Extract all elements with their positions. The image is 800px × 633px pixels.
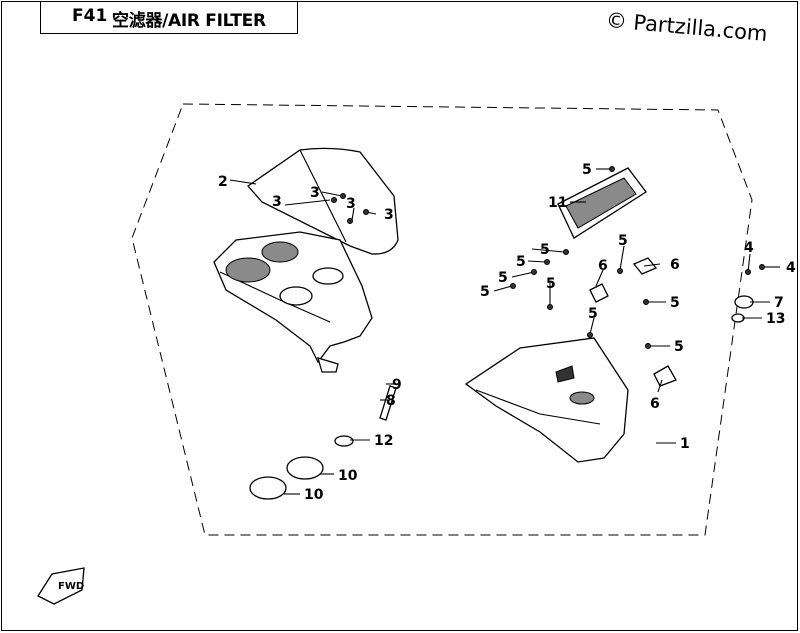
callout-1[interactable]: 1 [680,436,690,452]
callout-11[interactable]: 11 [548,195,567,211]
fwd-badge: FWD [37,567,85,605]
callout-3[interactable]: 3 [346,196,356,212]
callout-4[interactable]: 4 [744,240,754,256]
assembly-outline [131,103,753,536]
part-lower-case[interactable] [464,337,629,463]
part-housing[interactable] [213,231,373,373]
part-drain-tube[interactable] [379,385,397,421]
callout-5[interactable]: 5 [516,254,526,270]
callout-6[interactable]: 6 [650,396,660,412]
fasteners [331,166,765,349]
part-clip[interactable] [334,435,354,447]
diagram-title: 空滤器/AIR FILTER [112,11,266,31]
callout-7[interactable]: 7 [774,295,784,311]
callout-8[interactable]: 8 [386,393,396,409]
callout-5[interactable]: 5 [618,233,628,249]
part-clamp-upper[interactable] [286,456,324,480]
callout-3[interactable]: 3 [310,185,320,201]
part-screen[interactable] [557,167,647,239]
title-box [40,1,298,34]
callout-9[interactable]: 9 [392,377,402,393]
callout-10[interactable]: 10 [338,468,358,484]
callout-5[interactable]: 5 [582,162,592,178]
callout-12[interactable]: 12 [374,433,393,449]
callout-5[interactable]: 5 [546,276,556,292]
callout-6[interactable]: 6 [598,258,608,274]
callout-3[interactable]: 3 [384,207,394,223]
callout-3[interactable]: 3 [272,194,282,210]
part-damper-low[interactable] [653,365,677,387]
callout-5[interactable]: 5 [540,242,550,258]
part-clamp-lower[interactable] [249,476,287,500]
callout-5[interactable]: 5 [588,306,598,322]
callout-4[interactable]: 4 [786,260,796,276]
callout-2[interactable]: 2 [218,174,228,190]
callout-6[interactable]: 6 [670,257,680,273]
callout-5[interactable]: 5 [674,339,684,355]
fwd-badge-label: FWD [58,581,84,592]
diagram-code: F41 [72,6,108,26]
callout-10[interactable]: 10 [304,487,324,503]
part-damper-mid[interactable] [589,283,609,303]
callout-5[interactable]: 5 [498,270,508,286]
callouts: 2 3 3 3 3 5 11 5 5 5 5 5 6 6 5 5 5 5 4 4… [218,162,796,503]
callout-5[interactable]: 5 [670,295,680,311]
callout-13[interactable]: 13 [766,311,785,327]
callout-5[interactable]: 5 [480,284,490,300]
